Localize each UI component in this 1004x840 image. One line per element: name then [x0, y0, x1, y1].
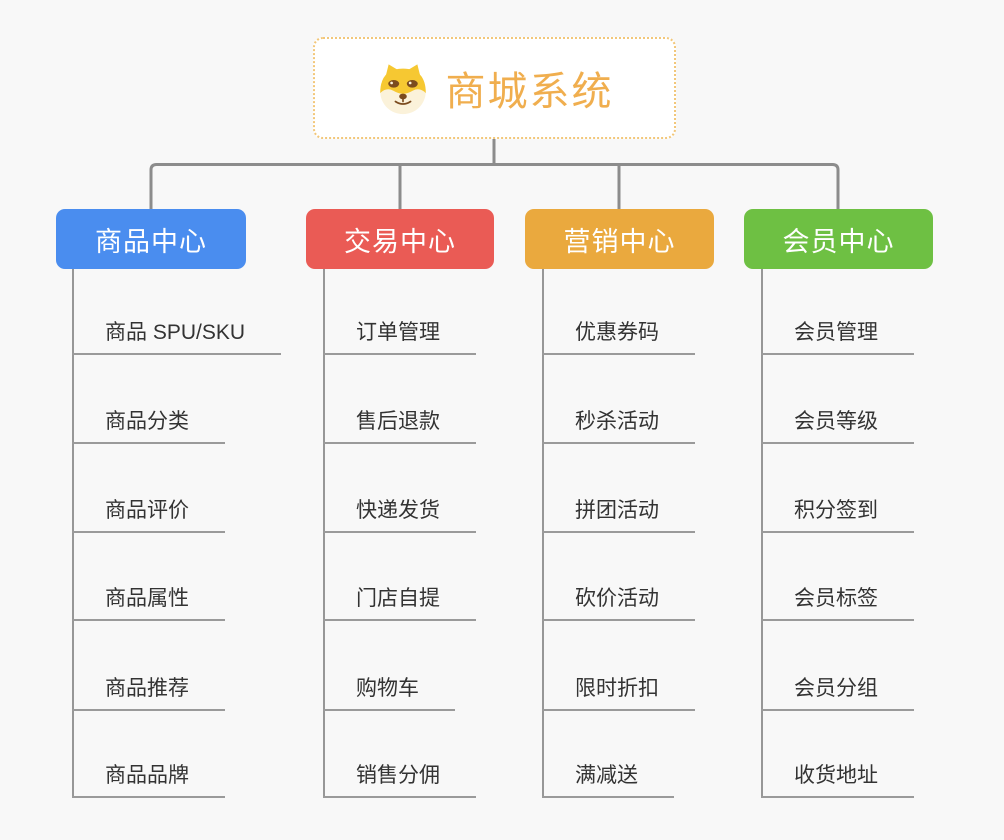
leaf-node[interactable]: 限时折扣: [542, 670, 695, 711]
leaf-node[interactable]: 秒杀活动: [542, 403, 695, 444]
leaf-node[interactable]: 订单管理: [323, 314, 476, 355]
leaf-node[interactable]: 积分签到: [761, 492, 914, 533]
root-node[interactable]: 商城系统: [313, 37, 676, 139]
leaf-node[interactable]: 会员标签: [761, 580, 914, 621]
leaf-node[interactable]: 购物车: [323, 670, 455, 711]
branch-spine-product: [72, 269, 74, 798]
branch-node-product-center[interactable]: 商品中心: [56, 209, 246, 269]
leaf-node[interactable]: 优惠券码: [542, 314, 695, 355]
branch-spine-trade: [323, 269, 325, 798]
doge-icon: [376, 61, 430, 115]
leaf-node[interactable]: 会员等级: [761, 403, 914, 444]
leaf-node[interactable]: 商品分类: [72, 403, 225, 444]
branch-node-marketing-center[interactable]: 营销中心: [525, 209, 714, 269]
leaf-node[interactable]: 会员分组: [761, 670, 914, 711]
leaf-node[interactable]: 商品品牌: [72, 757, 225, 798]
leaf-node[interactable]: 满减送: [542, 757, 674, 798]
root-title: 商城系统: [445, 70, 614, 114]
leaf-node[interactable]: 商品评价: [72, 492, 225, 533]
leaf-node[interactable]: 商品推荐: [72, 670, 225, 711]
leaf-node[interactable]: 收货地址: [761, 757, 914, 798]
leaf-node[interactable]: 砍价活动: [542, 580, 695, 621]
branch-spine-member: [761, 269, 763, 798]
leaf-node[interactable]: 售后退款: [323, 403, 476, 444]
leaf-node[interactable]: 快递发货: [323, 492, 476, 533]
leaf-node[interactable]: 会员管理: [761, 314, 914, 355]
leaf-node[interactable]: 商品属性: [72, 580, 225, 621]
leaf-node[interactable]: 门店自提: [323, 580, 476, 621]
leaf-node[interactable]: 商品 SPU/SKU: [72, 314, 282, 355]
leaf-node[interactable]: 拼团活动: [542, 492, 695, 533]
branch-spine-marketing: [542, 269, 544, 798]
branch-node-trade-center[interactable]: 交易中心: [306, 209, 494, 269]
leaf-node[interactable]: 销售分佣: [323, 757, 476, 798]
branch-node-member-center[interactable]: 会员中心: [744, 209, 933, 269]
